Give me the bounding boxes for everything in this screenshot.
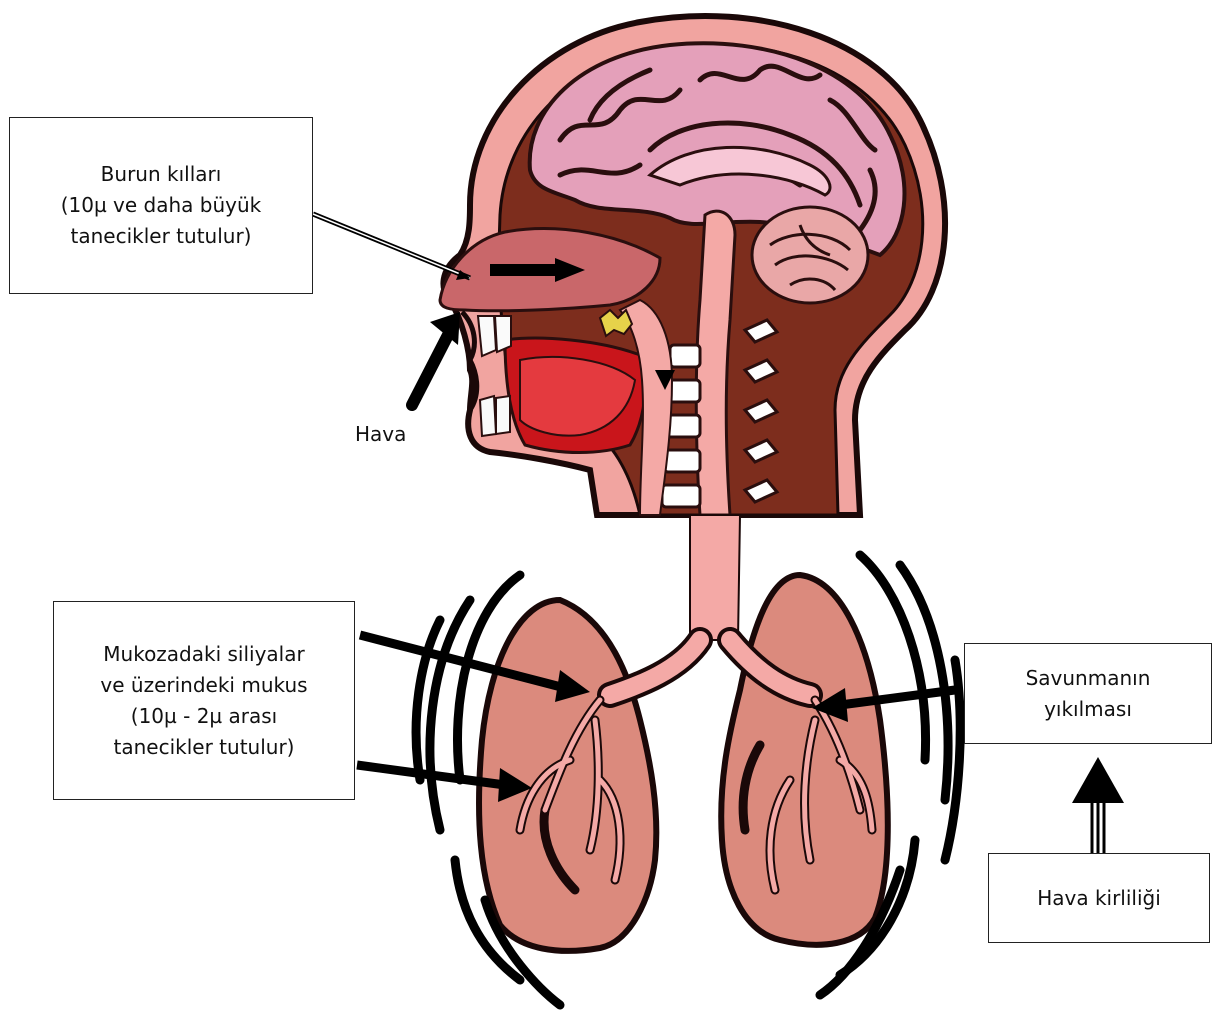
cilia-label-box: Mukozadaki siliyalar ve üzerindeki mukus… <box>53 601 355 800</box>
defense-label-line1: Savunmanın <box>1026 663 1151 694</box>
nose-hairs-label-line2: (10µ ve daha büyük <box>61 190 262 221</box>
defense-breakdown-label-box: Savunmanın yıkılması <box>964 643 1212 744</box>
nose-hairs-pointer <box>313 214 470 280</box>
nose-hairs-label-box: Burun kılları (10µ ve daha büyük tanecik… <box>9 117 313 294</box>
air-inhale-arrow <box>412 312 460 405</box>
air-pollution-label-box: Hava kirliliği <box>988 853 1210 943</box>
nose-hairs-label-line3: tanecikler tutulur) <box>61 221 262 252</box>
cilia-label-line4: tanecikler tutulur) <box>100 732 307 763</box>
cilia-label-line3: (10µ - 2µ arası <box>100 701 307 732</box>
air-label: Hava <box>355 422 406 446</box>
trachea <box>690 515 740 640</box>
air-pollution-label: Hava kirliliği <box>1037 883 1161 914</box>
defense-label-line2: yıkılması <box>1026 694 1151 725</box>
lungs <box>416 515 960 1005</box>
cilia-label-line2: ve üzerindeki mukus <box>100 670 307 701</box>
nose-hairs-label-line1: Burun kılları <box>61 159 262 190</box>
pollution-to-defense-arrow <box>1072 757 1124 853</box>
cilia-label-line1: Mukozadaki siliyalar <box>100 639 307 670</box>
